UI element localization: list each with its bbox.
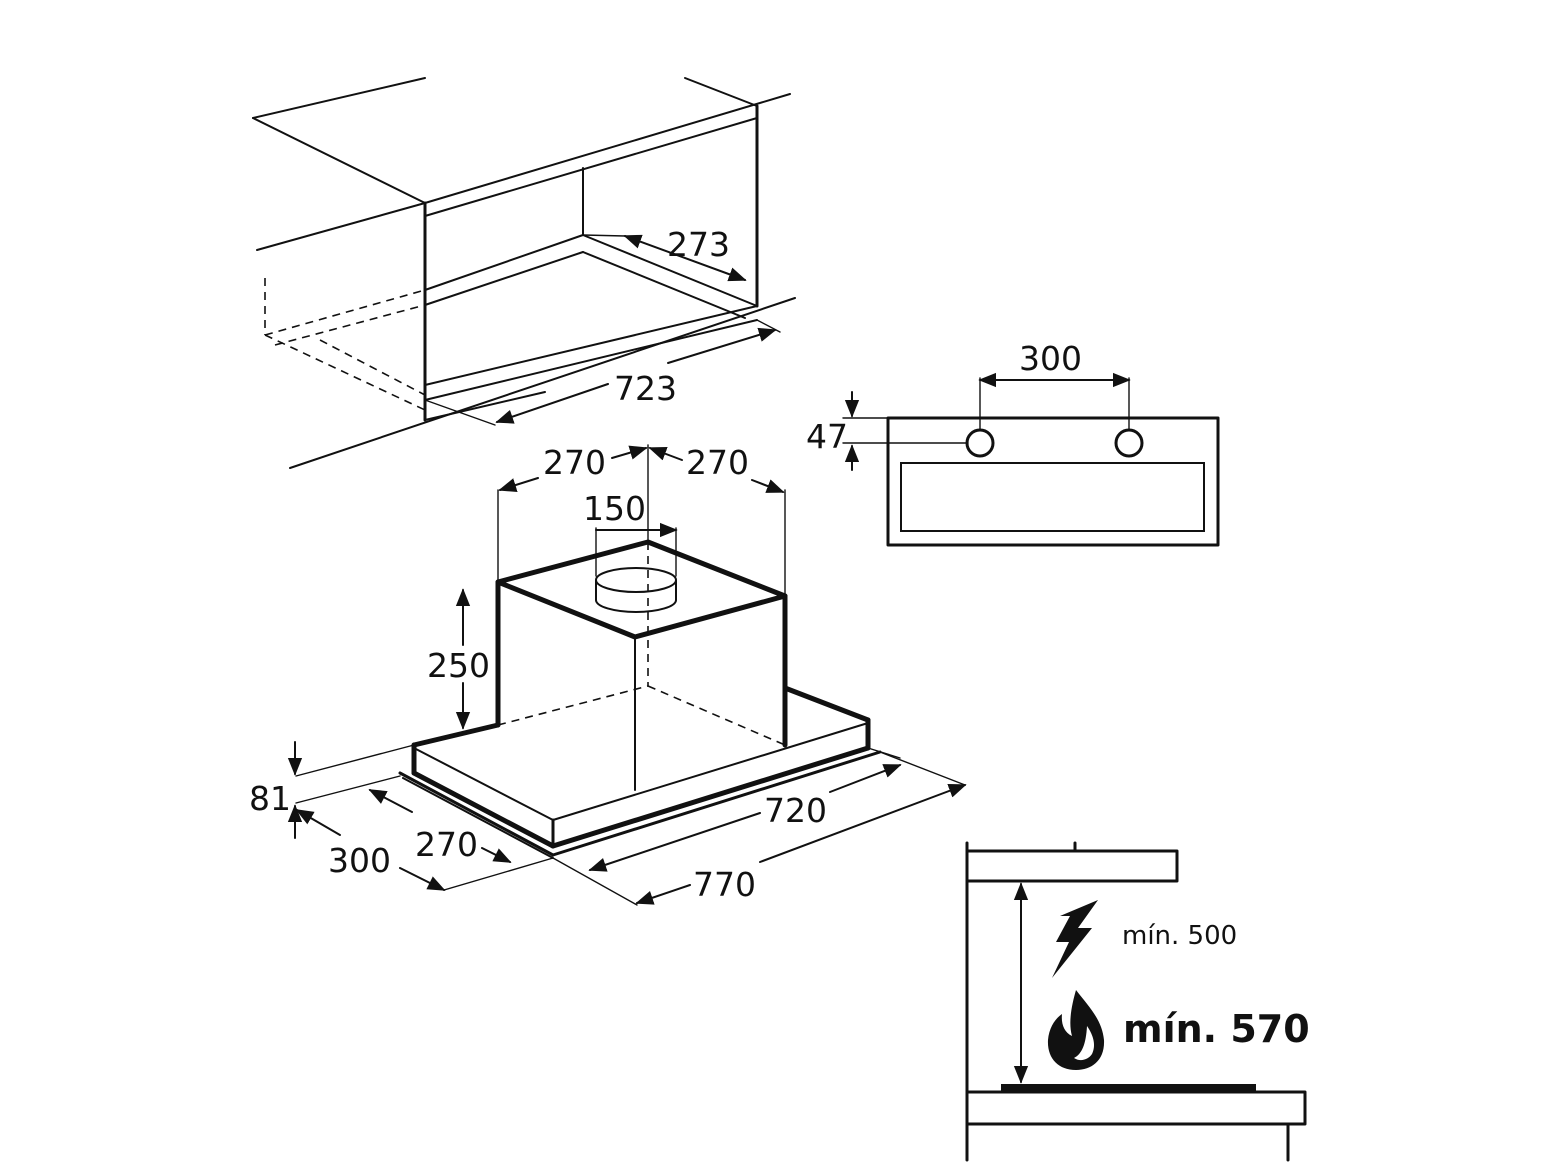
dim-hole-height: 47 bbox=[806, 417, 848, 456]
dim-chimney-height: 250 bbox=[427, 646, 490, 685]
dim-body-height: 81 bbox=[249, 779, 291, 818]
dim-outlet-diameter: 150 bbox=[583, 489, 646, 528]
dim-cabinet-width: 723 bbox=[614, 369, 677, 408]
cabinet-installation-view: 273 723 bbox=[252, 77, 796, 469]
clearance-view: mín. 500 mín. 570 bbox=[965, 841, 1310, 1162]
dim-hole-spacing: 300 bbox=[1019, 339, 1082, 378]
clearance-gas-label: mín. 570 bbox=[1123, 1007, 1310, 1051]
hood-isometric-view: 270 270 150 250 81 300 270 720 bbox=[249, 443, 967, 906]
mounting-hole-right bbox=[1114, 428, 1144, 458]
dim-chimney-left: 270 bbox=[543, 443, 606, 482]
front-panel-view: 300 47 bbox=[806, 339, 1220, 547]
dim-front-depth: 300 bbox=[328, 841, 391, 880]
dim-inner-width: 720 bbox=[764, 791, 827, 830]
dim-cabinet-depth: 273 bbox=[667, 225, 730, 264]
lightning-icon bbox=[1052, 900, 1098, 978]
dim-overall-width: 770 bbox=[693, 865, 756, 904]
clearance-electric-label: mín. 500 bbox=[1122, 921, 1237, 951]
dim-chimney-right: 270 bbox=[686, 443, 749, 482]
dim-side-depth: 270 bbox=[415, 825, 478, 864]
mounting-hole-left bbox=[965, 428, 995, 458]
